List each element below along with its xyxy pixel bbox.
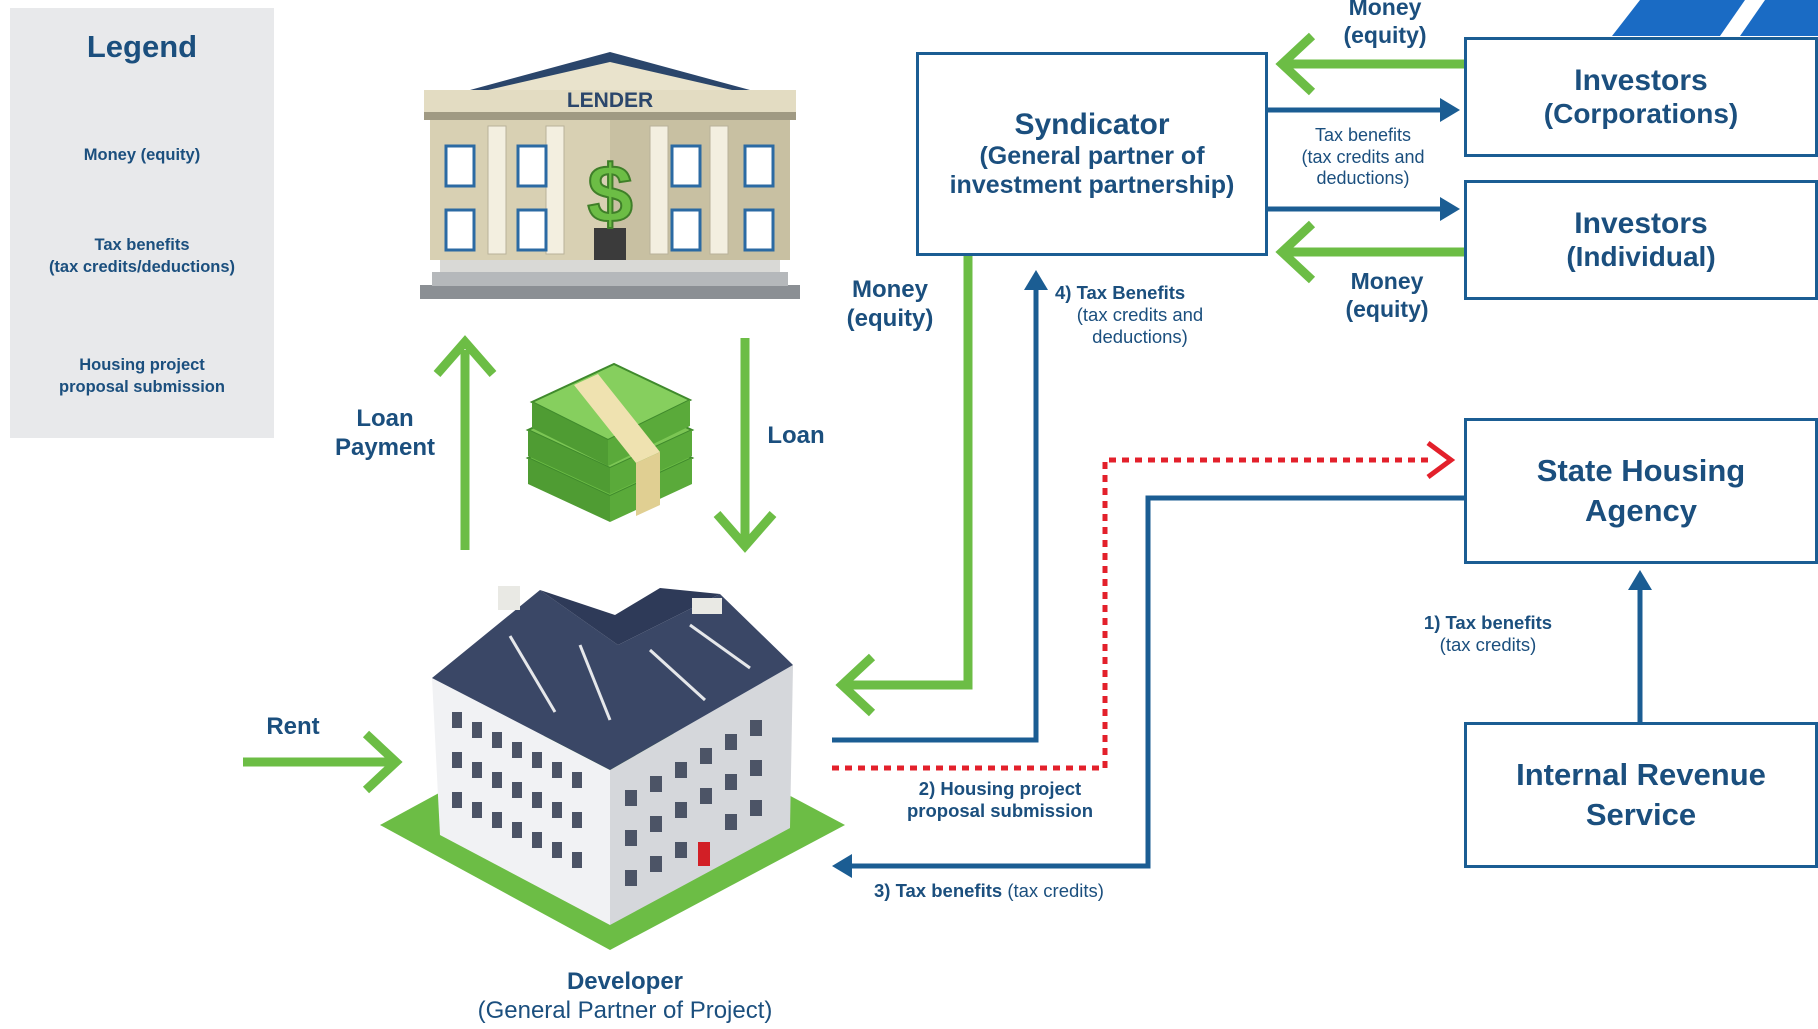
investors-individual-box[interactable]: Investors (Individual) xyxy=(1464,180,1818,300)
tax-benefits-developer-to-syndicator-arrow xyxy=(832,270,1048,743)
developer-title: Developer xyxy=(566,968,684,995)
legend-item-proposal: Housing project proposal submission xyxy=(59,356,225,397)
money-corp-label: Money (equity) xyxy=(1343,0,1427,48)
money-syndicator-to-developer-arrow xyxy=(835,256,973,717)
syndicator-subtitle: (General partner of investment partnersh… xyxy=(949,142,1235,199)
syndicator-title: Syndicator xyxy=(1014,108,1170,142)
money-individual-label: Money (equity) xyxy=(1345,268,1429,322)
investors-corporations-title: Investors xyxy=(1574,64,1708,97)
syndicator-box[interactable]: Syndicator (General partner of investmen… xyxy=(916,52,1268,256)
tax-benefits-3-title: 3) Tax benefits xyxy=(874,880,1003,901)
tax-benefits-1-title: 1) Tax benefits xyxy=(1423,612,1553,633)
tax-benefits-1-label: 1) Tax benefits (tax credits) xyxy=(1398,612,1578,656)
rent-arrow xyxy=(243,730,403,794)
money-syndicator-developer-label: Money (equity) xyxy=(846,276,934,332)
tax-syndicator-to-individual-arrow xyxy=(1268,197,1460,221)
loan-payment-label: Loan Payment xyxy=(334,405,436,461)
legend-panel: Legend Money (equity) Tax benefits (tax … xyxy=(10,8,274,438)
money-individual-to-syndicator-arrow xyxy=(1275,220,1466,284)
tax-benefits-3-label: 3) Tax benefits (tax credits) xyxy=(874,880,1144,902)
tax-benefits-4-label: 4) Tax Benefits (tax credits and deducti… xyxy=(1055,282,1255,349)
investors-corporations-box[interactable]: Investors (Corporations) xyxy=(1464,37,1818,157)
proposal-submission-arrow xyxy=(832,440,1456,771)
legend-item-tax: Tax benefits (tax credits/deductions) xyxy=(48,236,236,277)
developer-subtitle: (General Partner of Project) xyxy=(477,996,773,1024)
bank-building-icon: $ xyxy=(420,52,800,299)
apartment-building-icon xyxy=(380,586,845,950)
tax-syndicator-to-corp-arrow xyxy=(1268,98,1460,122)
investors-corporations-subtitle: (Corporations) xyxy=(1543,98,1739,129)
tax-benefits-4-sub: (tax credits and deductions) xyxy=(1076,304,1204,348)
irs-box[interactable]: Internal Revenue Service xyxy=(1464,722,1818,868)
investors-individual-subtitle: (Individual) xyxy=(1566,241,1716,272)
housing-proposal-2-label: 2) Housing project proposal submission xyxy=(906,778,1094,822)
rent-label: Rent xyxy=(266,713,320,740)
tax-benefits-state-to-developer-arrow xyxy=(832,495,1464,878)
developer-label: Developer (General Partner of Project) xyxy=(430,968,820,1026)
irs-title: Internal Revenue Service xyxy=(1516,756,1766,832)
lender-sign: LENDER xyxy=(566,89,654,112)
tax-benefits-irs-to-state-arrow xyxy=(1628,570,1652,722)
money-stack-icon xyxy=(525,362,695,522)
tax-benefits-4-title: 4) Tax Benefits xyxy=(1055,282,1186,303)
money-corp-to-syndicator-arrow xyxy=(1275,32,1466,96)
tax-benefits-investors-label: Tax benefits (tax credits and deductions… xyxy=(1301,125,1425,189)
tax-benefits-3-sub: (tax credits) xyxy=(1007,880,1104,901)
svg-text:$: $ xyxy=(587,149,633,240)
state-housing-agency-title: State Housing Agency xyxy=(1536,452,1746,528)
loan-payment-arrow xyxy=(433,335,497,550)
investors-individual-title: Investors xyxy=(1574,207,1708,240)
loan-arrow xyxy=(713,338,777,553)
legend-item-money: Money (equity) xyxy=(83,146,201,164)
state-housing-agency-box[interactable]: State Housing Agency xyxy=(1464,418,1818,564)
tax-benefits-1-sub: (tax credits) xyxy=(1439,634,1537,656)
legend-title: Legend xyxy=(86,29,198,64)
corner-accent-icon xyxy=(1612,0,1818,36)
loan-label: Loan xyxy=(767,422,825,449)
